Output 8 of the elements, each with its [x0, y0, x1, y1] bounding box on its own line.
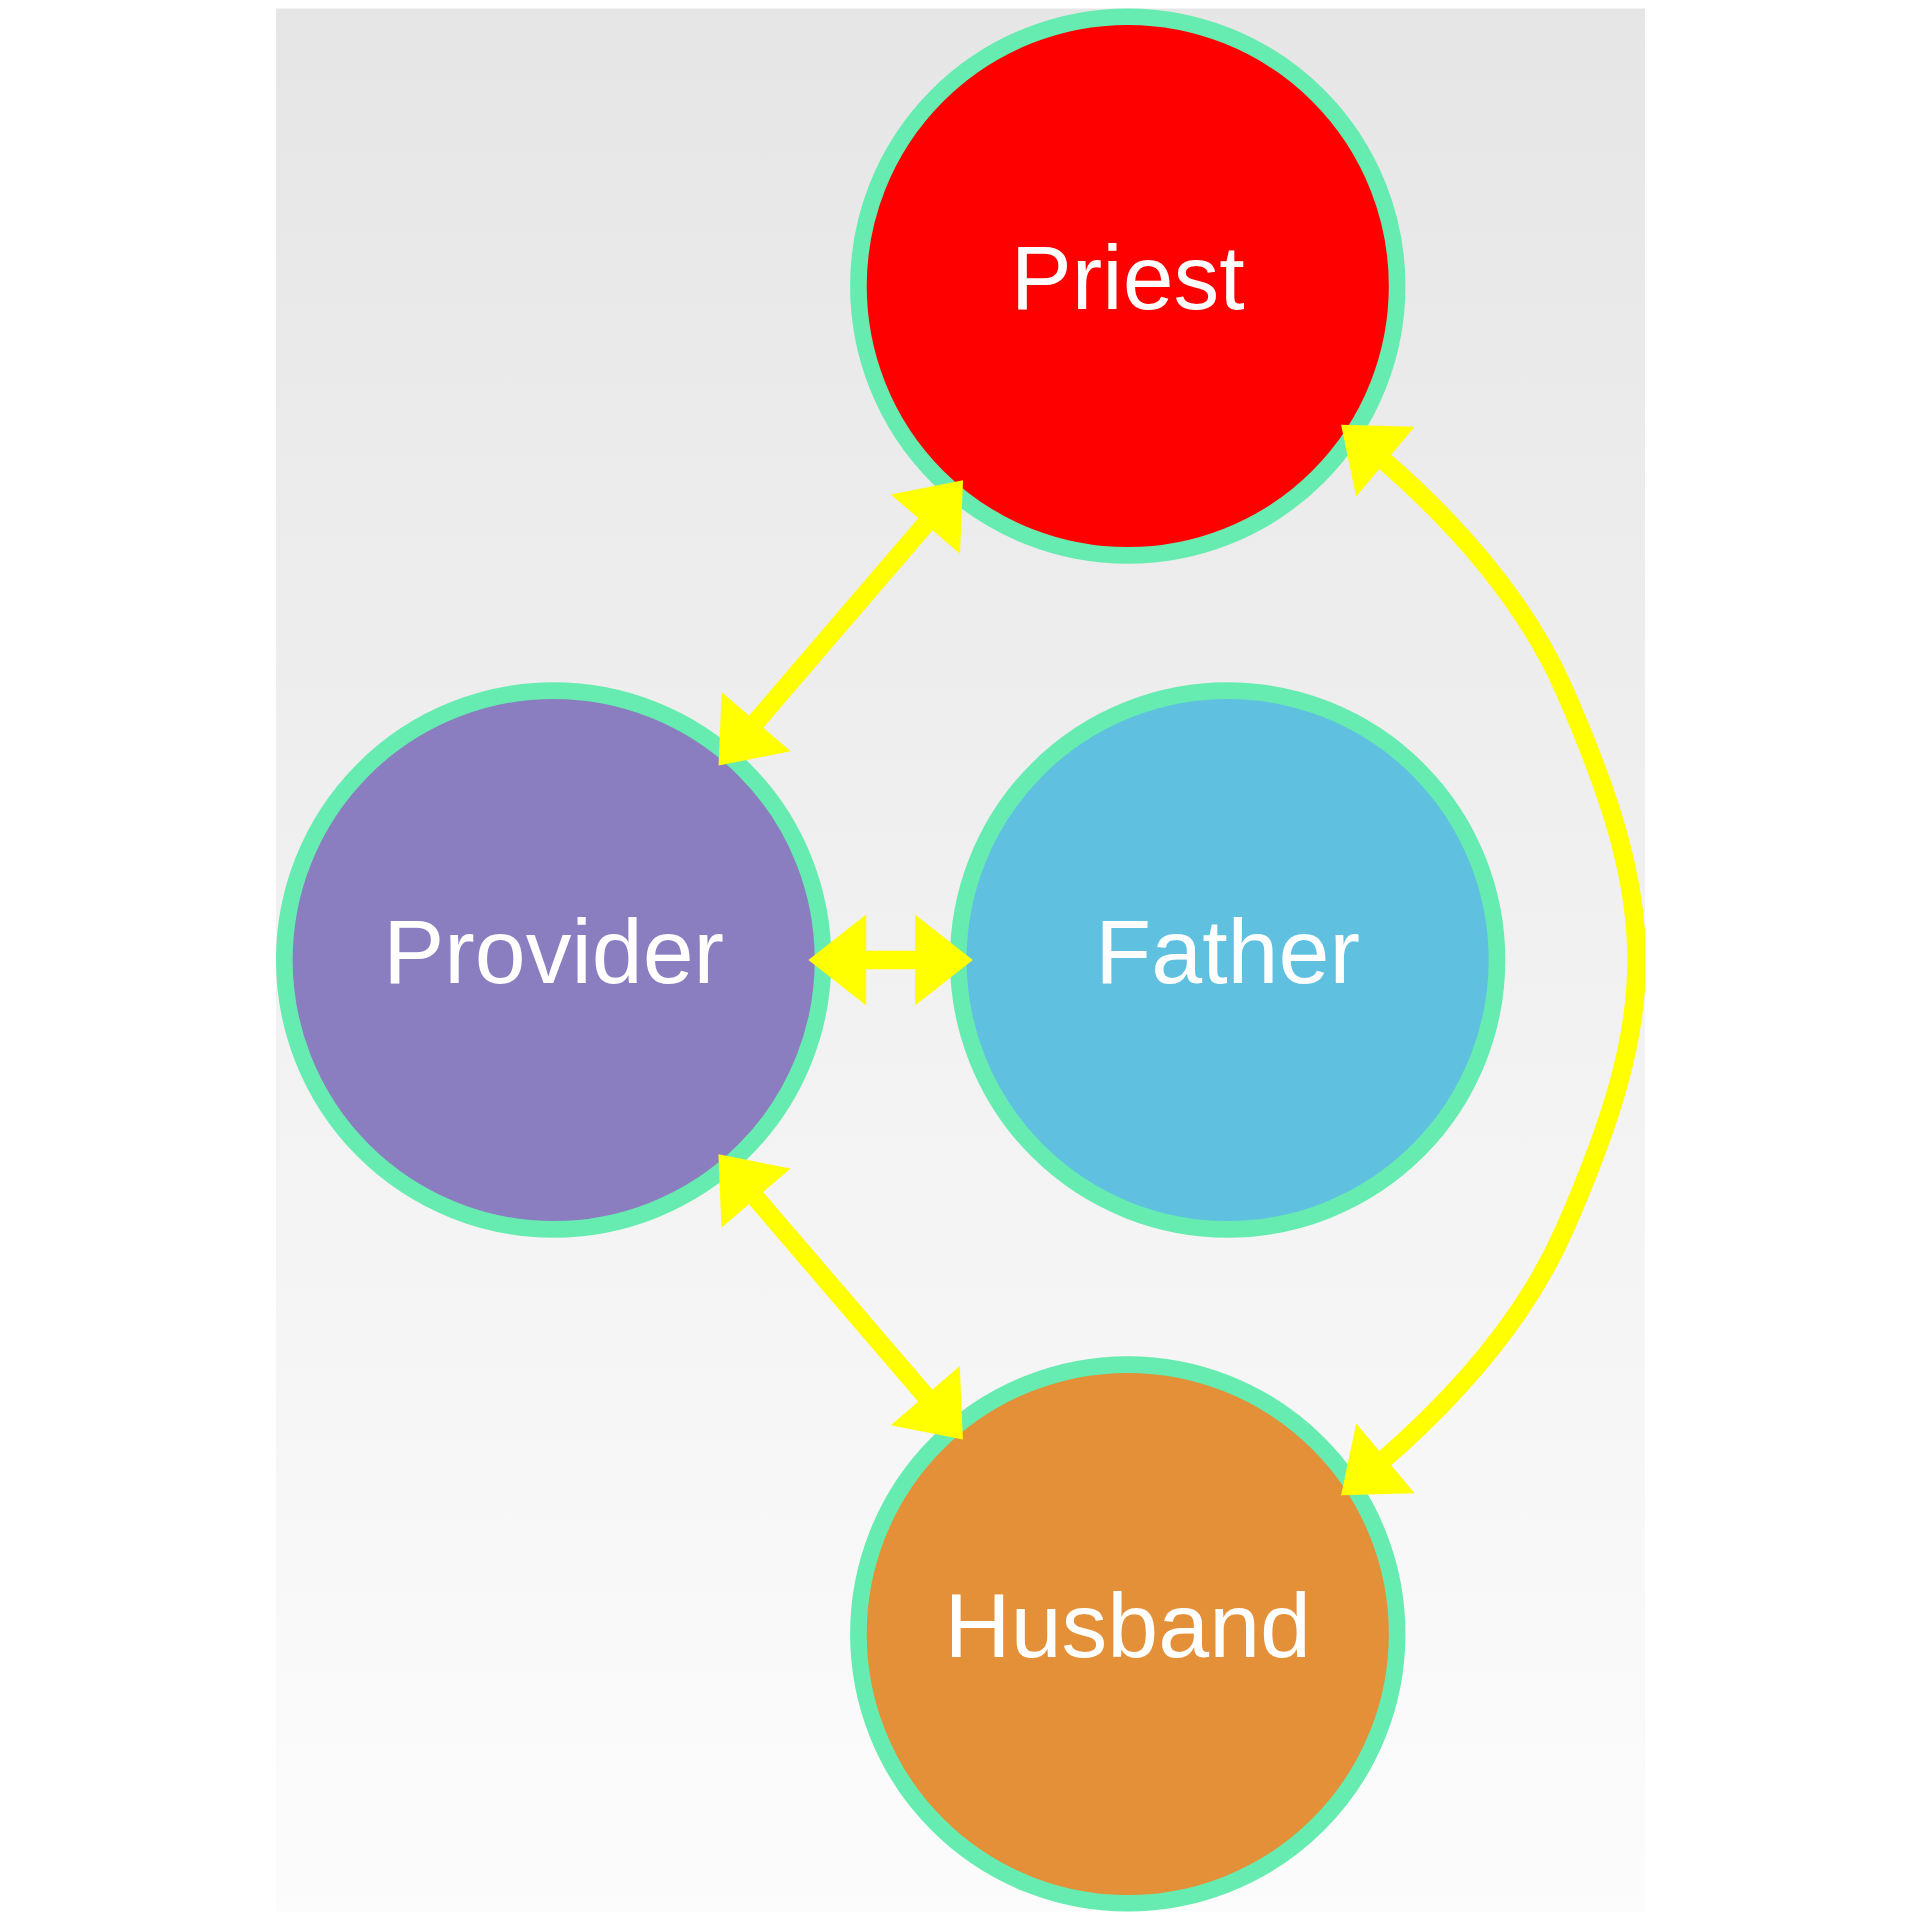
- arrow: [717, 1154, 963, 1440]
- node-circle: Husband: [849, 1356, 1405, 1912]
- node-circle: Priest: [849, 8, 1405, 564]
- arrow: [718, 480, 963, 766]
- arrow: [807, 914, 973, 1006]
- node-circle: Provider: [275, 682, 831, 1238]
- arrow: [1340, 424, 1645, 1496]
- node-circle: Father: [949, 682, 1505, 1238]
